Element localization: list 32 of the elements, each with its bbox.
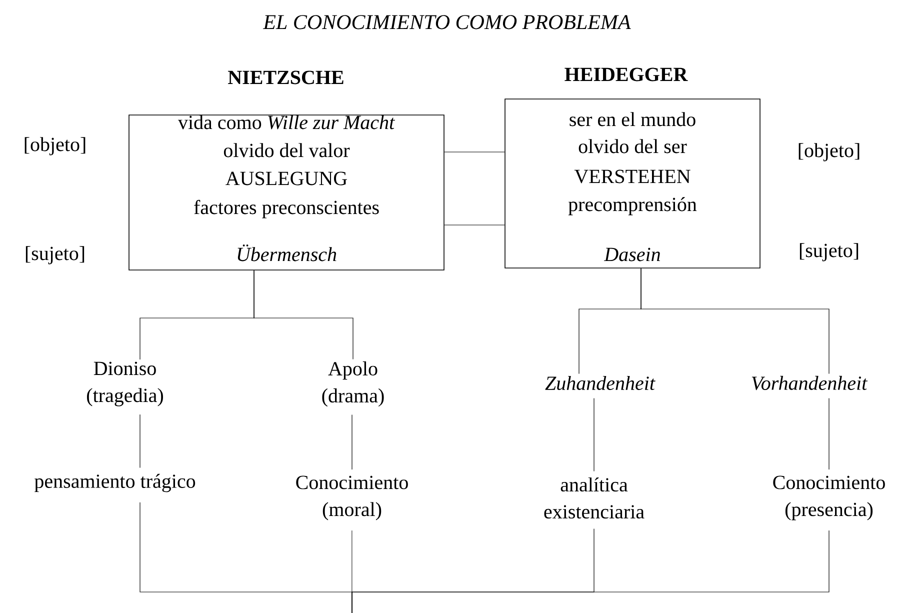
node-label: olvido del ser — [578, 139, 687, 154]
connector-line — [352, 530, 830, 613]
bracket-label: [sujeto] — [800, 243, 858, 262]
concept-label: pensamiento trágico — [34, 474, 196, 492]
connector-line — [444, 224, 505, 226]
concept-label: Conocimiento (moral) — [296, 476, 408, 520]
bracket-label: [objeto] — [24, 137, 86, 156]
node-label: precomprensión — [568, 197, 697, 216]
concept-label: Apolo (drama) — [322, 361, 384, 407]
concept-label: Vorhandenheit — [752, 376, 868, 390]
concept-box: ser en el mundo olvido del ser VERSTEHEN precomprensión Dasein — [504, 98, 760, 268]
node-label: vida como Wille zur Macht — [178, 115, 396, 130]
node-label: olvido del valor — [224, 143, 350, 158]
bracket-label: [sujeto] — [26, 246, 84, 264]
heading: HEIDEGGER — [564, 68, 688, 82]
concept-label: Zuhandenheit — [545, 376, 656, 390]
concept-label: Conocimiento (presencia) — [773, 476, 885, 520]
concept-label: Dioniso (tragedia) — [87, 362, 163, 406]
node-label: VERSTEHEN — [574, 170, 690, 184]
bracket-label: [objeto] — [798, 143, 860, 162]
node-label: factores preconscientes — [194, 200, 379, 218]
concept-box: vida como Wille zur Macht olvido del valor AUSLEGUNG factores preconscientes Übermensch — [128, 114, 444, 270]
node-label: ser en el mundo — [570, 112, 696, 126]
node-label: Dasein — [604, 248, 660, 262]
concept-label: analítica existenciaria — [544, 477, 644, 519]
node-label: AUSLEGUNG — [226, 172, 347, 186]
node-label: Übermensch — [238, 244, 336, 262]
connector-line — [254, 270, 354, 360]
title: EL CONOCIMIENTO COMO PROBLEMA — [262, 15, 631, 30]
connector-line — [828, 398, 830, 470]
heading: NIETZSCHE — [228, 70, 344, 84]
connector-line — [640, 268, 830, 374]
